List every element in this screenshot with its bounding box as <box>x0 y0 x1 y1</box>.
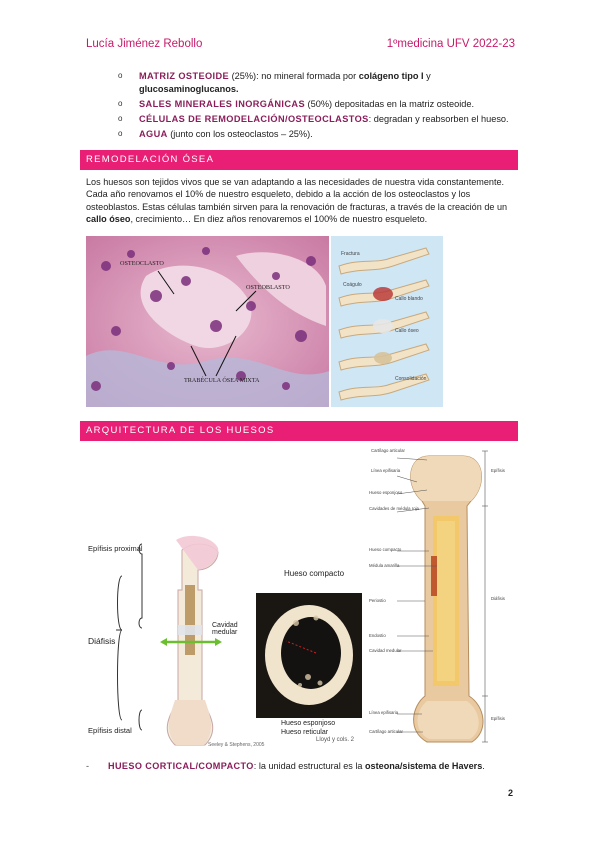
bullet-item: o SALES MINERALES INORGÁNICAS (50%) depo… <box>118 98 518 111</box>
bullet-mark: o <box>118 129 123 139</box>
femur-graphic <box>116 535 222 746</box>
bone-label-periostio: Periostio <box>369 598 386 603</box>
bullet-text: (25%): no mineral formada por <box>229 71 359 81</box>
bullet-mark: o <box>118 98 123 108</box>
label-epifisis-proximal: Epífisis proximal <box>88 544 143 553</box>
fracture-label-2: Coágulo <box>343 282 362 288</box>
bone-label-cartilago-2: Cartílago articular <box>369 729 403 734</box>
bone-label-esponjoso: Hueso esponjoso <box>369 490 403 495</box>
bullet-keyword: CÉLULAS DE REMODELACIÓN/OSTEOCLASTOS <box>139 113 369 124</box>
bullet-text: : degradan y reabsorben el hueso. <box>368 113 509 124</box>
bone-cross-section-image <box>256 593 362 718</box>
label-diafisis: Diáfisis <box>88 636 116 646</box>
bullet-keyword: MATRIZ OSTEOIDE <box>139 71 230 81</box>
section-heading-arquitectura: ARQUITECTURA DE LOS HUESOS <box>80 421 518 441</box>
fracture-label-4: Callo óseo <box>395 328 419 334</box>
footer-text: : la unidad estructural es la <box>253 761 365 771</box>
bullet-mark: o <box>118 71 123 80</box>
bullet-text: (50%) depositadas en la matriz osteoide. <box>304 98 475 109</box>
footer-keyword: HUESO CORTICAL/COMPACTO <box>108 761 254 771</box>
bone-label-epifisis-2: Epífisis <box>491 716 505 721</box>
label-epifisis-distal: Epífisis distal <box>88 726 132 735</box>
footer-dash: - <box>86 761 90 771</box>
histology-label-osteoclasto: OSTEOCLASTO <box>120 260 164 267</box>
fracture-label-3: Callo blando <box>395 296 423 302</box>
long-bone-anatomy-image: Cartílago articular Línea epifisaria Hue… <box>367 446 517 747</box>
footer-bullet: - HUESO CORTICAL/COMPACTO: la unidad estr… <box>86 761 526 771</box>
bullet-item: o MATRIZ OSTEOIDE (25%): no mineral form… <box>118 70 518 95</box>
bone-label-cavidades: Cavidades de médula roja <box>369 506 419 511</box>
footer-bold: osteona/sistema de Havers <box>365 761 483 771</box>
label-hueso-reticular: Hueso reticular <box>281 729 329 736</box>
bone-label-medula: Médula amarilla <box>369 563 400 568</box>
label-hueso-esponjoso: Hueso esponjoso <box>281 720 336 727</box>
fracture-healing-image: Fractura Coágulo Callo blando Callo óseo… <box>331 236 443 407</box>
remodel-paragraph: Los huesos son tejidos vivos que se van … <box>86 176 514 226</box>
bullet-item: o CÉLULAS DE REMODELACIÓN/OSTEOCLASTOS: … <box>118 113 518 126</box>
bullet-bold: glucosaminoglucanos. <box>139 83 239 94</box>
bullet-mark: o <box>118 113 123 123</box>
fracture-label-1: Fractura <box>341 251 360 257</box>
bone-label-cartilago: Cartílago articular <box>371 448 405 453</box>
fracture-graphic <box>338 247 430 401</box>
bullet-keyword: AGUA <box>139 129 168 140</box>
paragraph-text: Los huesos son tejidos vivos que se van … <box>86 177 508 212</box>
label-cavidad-medular: Cavidad medular <box>212 622 238 636</box>
bullet-item: o AGUA (junto con los osteoclastos – 25%… <box>118 128 518 141</box>
paragraph-text: , crecimiento… En diez años renovaremos … <box>130 214 428 225</box>
cross-section-graphic <box>265 605 353 705</box>
histology-graphic <box>86 236 329 407</box>
section-heading-remodelacion: REMODELACIÓN ÓSEA <box>80 150 518 170</box>
label-hueso-compacto: Hueso compacto <box>284 569 345 578</box>
cross-credit: Lloyd y cols. 2 <box>316 737 355 743</box>
bullet-keyword: SALES MINERALES INORGÁNICAS <box>139 98 305 109</box>
bone-label-endostio: Endostio <box>369 633 386 638</box>
bone-label-compacto: Hueso compacto <box>369 547 402 552</box>
bullet-text: (junto con los osteoclastos – 25%). <box>167 129 313 140</box>
paragraph-bold: callo óseo <box>86 214 131 225</box>
bullet-bold: colágeno tipo I <box>358 71 424 81</box>
histology-label-osteoblasto: OSTEOBLASTO <box>246 284 290 291</box>
long-bone-graphic <box>396 450 488 743</box>
header-course: 1ºmedicina UFV 2022-23 <box>386 38 515 50</box>
page-number: 2 <box>507 788 513 798</box>
header-author: Lucía Jiménez Rebollo <box>86 38 203 50</box>
fracture-label-5: Consolidación <box>395 376 427 382</box>
footer-text: . <box>482 761 485 771</box>
bullet-text: y <box>423 71 431 81</box>
bone-label-linea: Línea epifisaria <box>371 468 401 473</box>
bone-label-epifisis: Epífisis <box>491 468 505 473</box>
bone-label-cavidad-medular: Cavidad medular <box>369 648 402 653</box>
bullet-list: o MATRIZ OSTEOIDE (25%): no mineral form… <box>118 70 518 143</box>
bone-label-linea-2: Línea epifisaria <box>369 710 399 715</box>
femur-credit: Seeley & Stephens, 2005 <box>208 742 265 748</box>
histology-label-trabecula: TRABÉCULA ÓSEA MIXTA <box>184 377 260 384</box>
bone-label-diafisis: Diáfisis <box>491 596 505 601</box>
histology-image: OSTEOCLASTO OSTEOBLASTO TRABÉCULA ÓSEA M… <box>86 236 329 407</box>
